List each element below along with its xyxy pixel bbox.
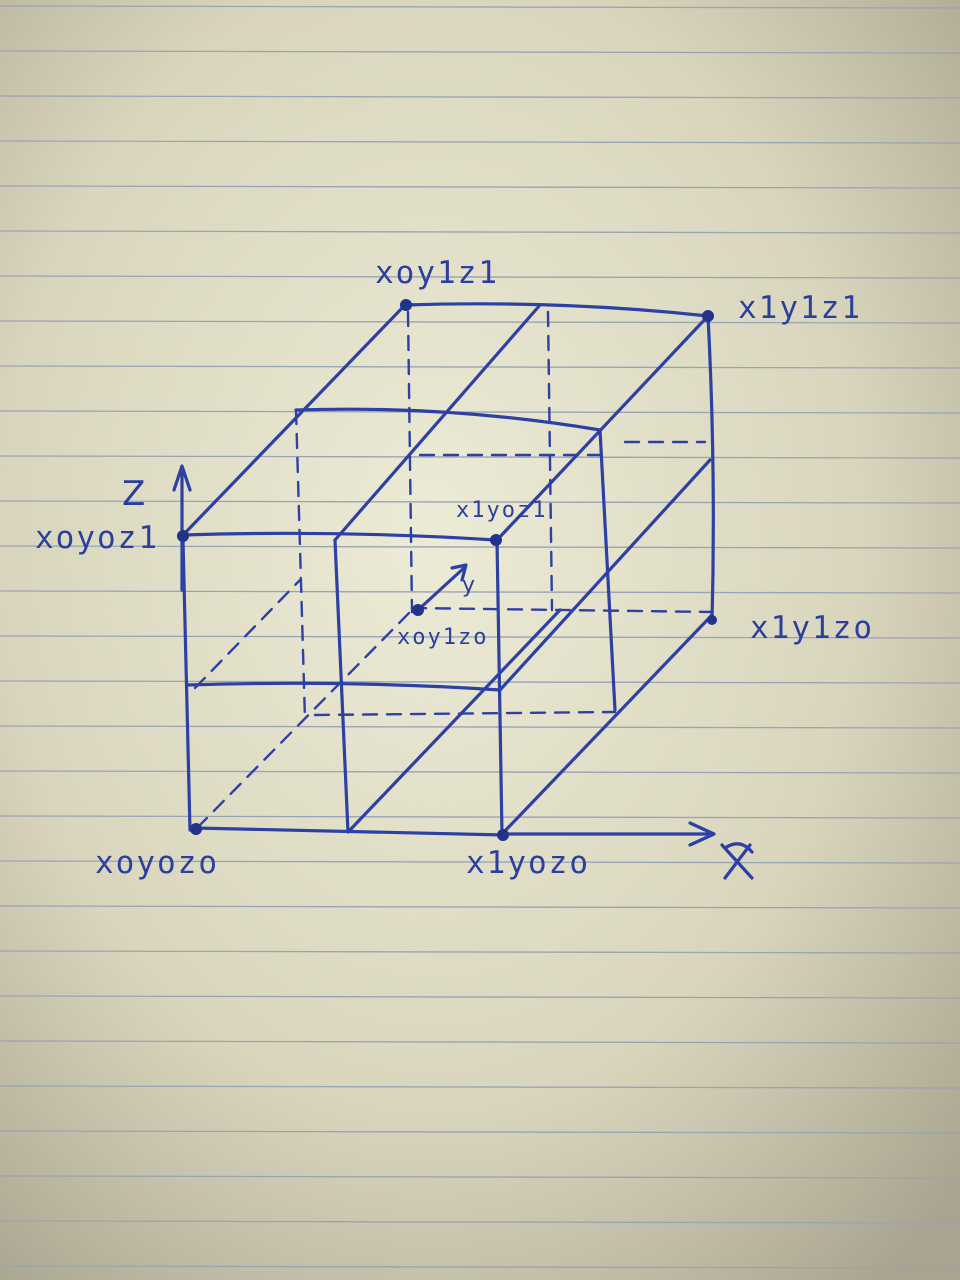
mid-slice-bottom [313, 710, 617, 717]
z-axis-label: Z [122, 474, 145, 514]
ruled-line [0, 230, 960, 234]
back-mid-v [546, 310, 554, 612]
ruled-line [0, 590, 960, 594]
ruled-line [0, 770, 960, 774]
depth-edge-top-left [183, 303, 407, 535]
vertex-label-x0y1z0: xoy1zo [397, 625, 488, 650]
z-axis-arrow [172, 464, 192, 592]
ruled-line [0, 365, 960, 369]
vertex-dot-x0y1z0 [412, 604, 424, 616]
back-left-edge [406, 310, 414, 614]
ruled-line [0, 500, 960, 504]
ruled-line [0, 5, 960, 9]
y-axis-arrow [416, 563, 468, 612]
vertex-label-x1y1z1: x1y1z1 [738, 290, 862, 326]
mid-slice-left [294, 408, 307, 722]
ruled-line [0, 275, 960, 279]
depth-edge-top-right [495, 314, 710, 542]
ruled-line [0, 1175, 960, 1179]
vertex-dot-x0y1z1 [400, 299, 412, 311]
mid-depth-front-mid [498, 458, 712, 692]
front-mid-vertical [333, 538, 350, 834]
ruled-line [0, 995, 960, 999]
vertex-label-x0y0z1: xoyoz1 [35, 520, 159, 556]
ruled-line [0, 905, 960, 909]
ruled-line [0, 50, 960, 54]
vertex-label-x1y0z0: x1yozo [466, 845, 590, 881]
x-axis-scribble [720, 842, 754, 880]
ruled-line [0, 680, 960, 684]
ruled-line [0, 950, 960, 954]
ruled-line [0, 545, 960, 549]
front-mid-depth [193, 578, 302, 690]
ruled-line [0, 1040, 960, 1044]
mid-slice-top [294, 407, 602, 432]
ruled-line [0, 860, 960, 864]
ruled-line [0, 1130, 960, 1134]
back-top-edge [403, 302, 710, 318]
vertex-dot-x0y0z0 [190, 823, 202, 835]
ruled-line [0, 95, 960, 99]
back-bottom-edge [410, 606, 714, 614]
ruled-line [0, 140, 960, 144]
vertex-dot-x0y0z1 [177, 530, 189, 542]
ruled-line [0, 320, 960, 324]
vertex-label-x0y0z0: xoyozo [95, 845, 219, 881]
ruled-lines [0, 5, 960, 1269]
mid-depth-top [333, 303, 542, 542]
ruled-line [0, 455, 960, 459]
x-axis-arrow [503, 821, 716, 847]
ruled-line [0, 1220, 960, 1224]
mid-slice-right [598, 428, 617, 712]
ruled-line [0, 185, 960, 189]
back-right-edge [706, 314, 715, 624]
ruled-line [0, 815, 960, 819]
y-axis-label: y [462, 573, 475, 598]
ruled-line [0, 725, 960, 729]
ruled-line [0, 410, 960, 414]
vertex-dot-x1y1z0 [707, 615, 717, 625]
front-mid-horizontal [186, 681, 502, 692]
depth-edge-bottom-right [501, 613, 714, 835]
vertex-dot-x1y0z1 [490, 534, 502, 546]
mid-depth-bottom [348, 608, 562, 832]
vertex-label-x1y0z1: x1yoz1 [456, 498, 547, 523]
vertex-label-x1y1z0: x1y1zo [750, 610, 874, 646]
ruled-line [0, 1265, 960, 1269]
vertex-label-x0y1z1: xoy1z1 [375, 255, 499, 291]
vertex-dot-x1y0z0 [497, 829, 509, 841]
depth-edge-bottom-left [195, 610, 412, 830]
ruled-line [0, 1085, 960, 1089]
vertex-dot-x1y1z1 [702, 310, 714, 322]
front-right-edge [495, 538, 504, 837]
ruled-line [0, 635, 960, 639]
